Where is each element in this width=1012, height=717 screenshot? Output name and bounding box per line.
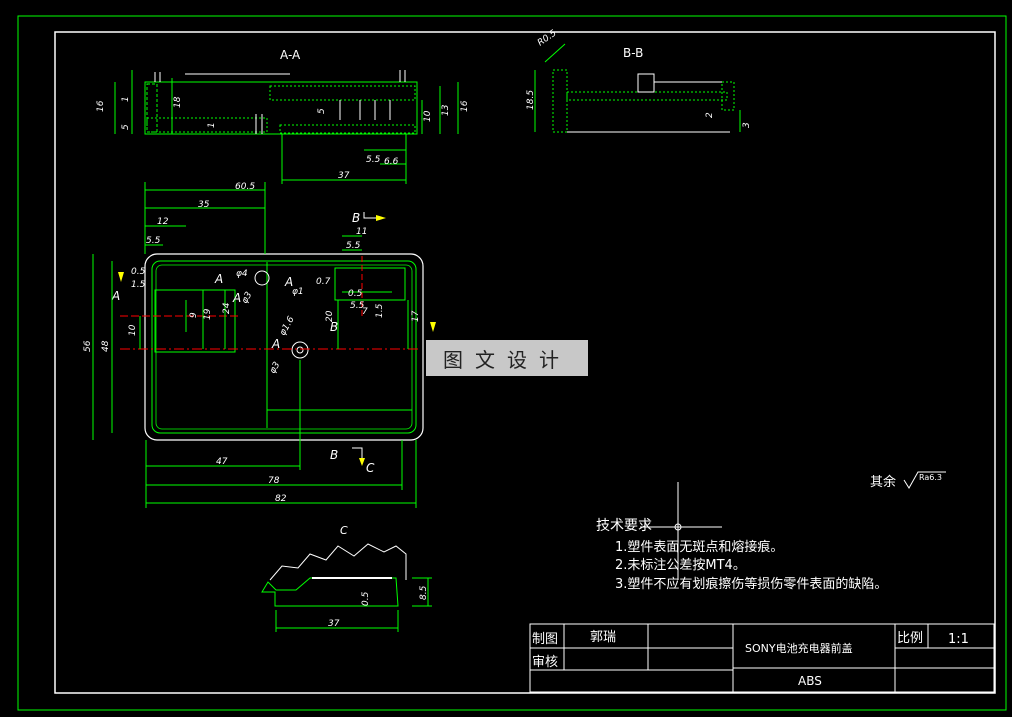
tech-title: 技术要求 (596, 518, 652, 534)
scale-value: 1:1 (948, 632, 969, 647)
dim-phi1: φ1 (292, 287, 304, 297)
tech-requirements: 技术要求 1.塑件表面无斑点和熔接痕。 2.未标注公差按MT4。 3.塑件不应有… (596, 482, 887, 592)
dim-1b: 1 (207, 122, 217, 128)
dim-18-5: 18.5 (526, 90, 536, 110)
section-mark-b-mid: B (330, 320, 338, 334)
dim-0-5c: 0.5 (361, 591, 371, 606)
section-bb-view: B-B R0.5 18.5 2 3 (526, 28, 752, 133)
section-mark-a-hole: A (284, 275, 293, 289)
dim-phi1-6: φ1.6 (278, 315, 297, 338)
dim-18: 18 (173, 96, 183, 108)
roughness-label: 其余 (870, 474, 896, 490)
section-mark-b-top: B (352, 211, 360, 225)
dim-1: 1 (121, 96, 131, 102)
detail-c-title: C (340, 524, 348, 537)
dim-13: 13 (441, 104, 451, 116)
dim-78: 78 (268, 476, 280, 486)
dim-48: 48 (101, 340, 111, 352)
scale-label: 比例 (897, 631, 923, 646)
dim-5-5b: 5.5 (146, 236, 161, 246)
dim-7: 7 (362, 307, 368, 317)
dim-6-6: 6.6 (384, 157, 399, 167)
dim-3: 3 (742, 122, 752, 128)
section-aa-view: A-A 16 1 5 18 5 1 10 13 (96, 48, 470, 184)
detail-c-view: C 0.5 8.5 37 (261, 524, 432, 632)
dim-9: 9 (189, 312, 199, 318)
dim-11: 11 (356, 227, 367, 237)
dim-47: 47 (216, 457, 228, 467)
dim-10: 10 (423, 110, 433, 122)
dim-8-5: 8.5 (419, 585, 429, 600)
dim-5-5: 5.5 (366, 155, 381, 165)
dim-1-5b: 1.5 (375, 303, 385, 318)
dim-12: 12 (157, 217, 169, 227)
dim-16: 16 (96, 100, 106, 112)
section-mark-a-inner: A (214, 272, 223, 286)
dim-20: 20 (325, 310, 335, 322)
dim-5b: 5 (317, 108, 327, 114)
dim-phi4: φ4 (236, 269, 248, 279)
section-mark-a-mid: A (232, 291, 241, 305)
dim-37b: 37 (328, 619, 340, 629)
dim-0-5: 0.5 (131, 267, 146, 277)
inner-frame (54, 31, 996, 694)
material: ABS (798, 674, 822, 688)
dim-24: 24 (222, 302, 232, 314)
dim-16b: 16 (460, 100, 470, 112)
drawn-name: 郭瑞 (590, 629, 616, 645)
dim-19: 19 (203, 308, 213, 320)
dim-37: 37 (338, 171, 350, 181)
tech-line-1: 1.塑件表面无斑点和熔接痕。 (615, 539, 783, 555)
dim-35: 35 (198, 200, 210, 210)
section-aa-title: A-A (280, 48, 301, 62)
dim-5-5c: 5.5 (346, 241, 361, 251)
roughness-symbol: 其余 Ra6.3 (870, 471, 946, 490)
dim-phi3: φ3 (240, 290, 255, 305)
section-mark-b-bottom: B (330, 448, 338, 462)
outer-frame (17, 15, 1007, 711)
section-mark-c: C (366, 461, 375, 475)
title-block: 制图 郭瑞 审核 SONY电池充电器前盖 比例 1:1 ABS (529, 623, 995, 693)
dim-10b: 10 (128, 324, 138, 336)
tech-line-3: 3.塑件不应有划痕擦伤等损伤零件表面的缺陷。 (615, 576, 887, 592)
dim-0-5b: 0.5 (348, 289, 363, 299)
dim-0-7: 0.7 (316, 277, 331, 287)
drawn-label: 制图 (532, 632, 558, 647)
dim-17: 17 (411, 310, 421, 322)
dim-5: 5 (121, 124, 131, 130)
watermark-label: 图文设计 (426, 340, 588, 376)
tech-line-2: 2.未标注公差按MT4。 (615, 558, 746, 573)
dim-2: 2 (705, 112, 715, 118)
roughness-value: Ra6.3 (919, 473, 942, 482)
check-label: 审核 (532, 655, 558, 670)
dim-56: 56 (83, 340, 93, 352)
dim-5-5d: 5.5 (350, 301, 365, 311)
part-name: SONY电池充电器前盖 (745, 641, 853, 655)
dim-60-5: 60.5 (235, 182, 255, 192)
dim-phi3b: φ3 (268, 360, 283, 375)
section-mark-a-boss: A (271, 337, 280, 351)
section-bb-title: B-B (623, 46, 643, 60)
dim-1-5: 1.5 (131, 280, 146, 290)
section-mark-a-left: A (111, 289, 120, 303)
plan-view: A A A A A B B B C (83, 182, 436, 508)
dim-82: 82 (275, 494, 287, 504)
